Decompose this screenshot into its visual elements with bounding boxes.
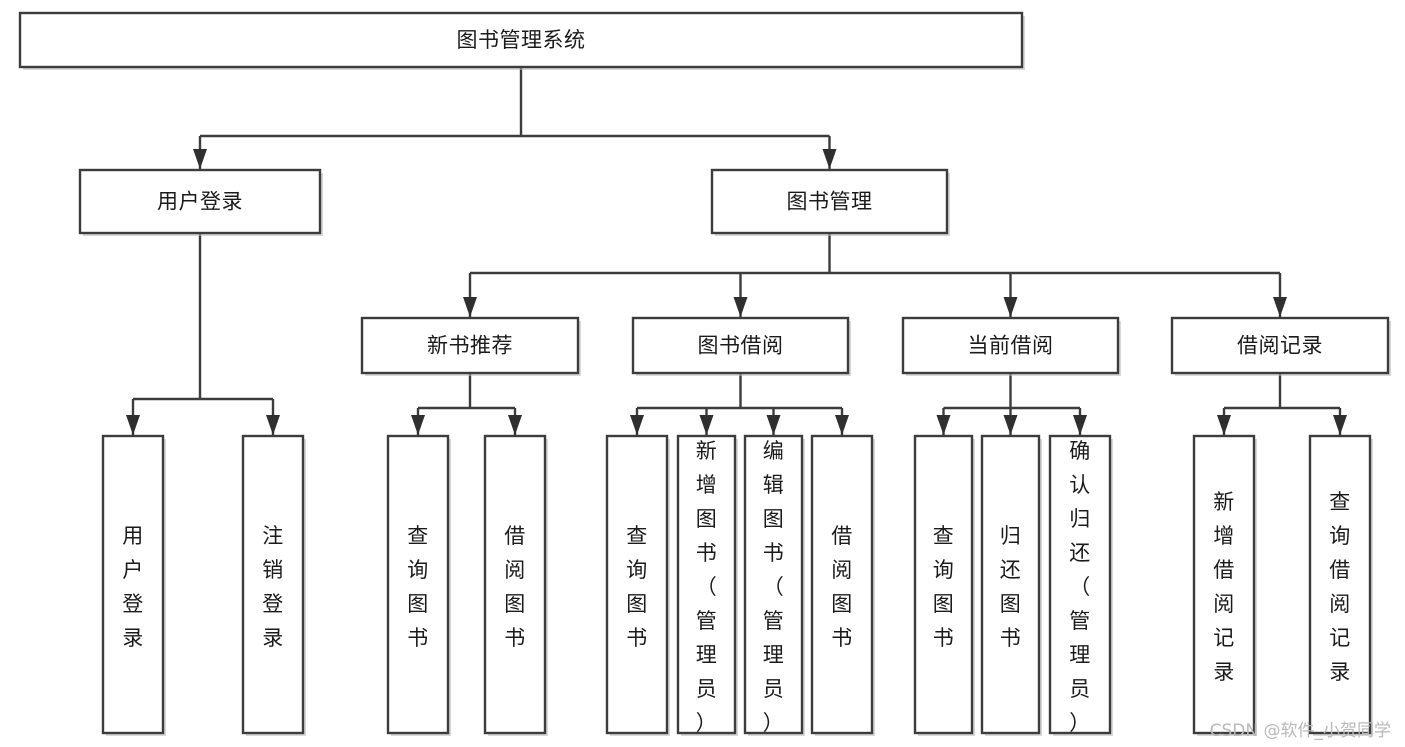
node-label: 归还图书 (1000, 524, 1022, 650)
arrow-head-icon (822, 149, 837, 169)
node-new-book-recommend[interactable]: 新书推荐 (360, 316, 581, 376)
node-leaf-query-book-2[interactable]: 查询图书 (605, 434, 670, 736)
arrow-head-icon (936, 415, 951, 435)
arrow-head-icon (411, 415, 425, 435)
watermark-text: CSDN @软件_小贺同学 (1209, 721, 1391, 741)
node-label: 图书管理 (787, 190, 873, 214)
node-label: 图书借阅 (698, 334, 784, 358)
arrow-head-icon (1073, 415, 1087, 435)
node-leaf-edit-book-admin[interactable]: 编辑图书（管理员） (743, 434, 805, 736)
node-boxes-layer: 图书管理系统用户登录图书管理新书推荐图书借阅当前借阅借阅记录用户登录注销登录查询… (18, 11, 1391, 736)
node-label: 查询图书 (407, 524, 429, 650)
node-leaf-confirm-return[interactable]: 确认归还（管理员） (1048, 434, 1113, 736)
node-label: 当前借阅 (968, 334, 1054, 358)
node-book-manage[interactable]: 图书管理 (710, 168, 950, 236)
node-label: 用户登录 (122, 524, 144, 650)
connector-edges-layer (126, 67, 1347, 435)
node-leaf-return-book[interactable]: 归还图书 (980, 434, 1042, 736)
node-label: 新增图书（管理员） (696, 439, 718, 735)
node-leaf-query-book-3[interactable]: 查询图书 (913, 434, 975, 736)
arrow-head-icon (126, 415, 140, 435)
node-leaf-add-book-admin[interactable]: 新增图书（管理员） (676, 434, 738, 736)
node-user-login[interactable]: 用户登录 (78, 168, 323, 236)
arrow-head-icon (630, 415, 644, 435)
node-leaf-borrow-book-1[interactable]: 借阅图书 (483, 434, 548, 736)
node-borrow-record[interactable]: 借阅记录 (1170, 316, 1391, 376)
node-label: 编辑图书（管理员） (763, 439, 785, 735)
node-label: 新增借阅记录 (1213, 490, 1235, 684)
node-book-borrow[interactable]: 图书借阅 (631, 316, 851, 376)
node-current-borrow[interactable]: 当前借阅 (901, 316, 1121, 376)
arrow-head-icon (1217, 415, 1231, 435)
node-label: 确认归还（管理员） (1069, 439, 1091, 735)
node-label: 借阅图书 (504, 524, 526, 650)
node-leaf-add-borrow-record[interactable]: 新增借阅记录 (1192, 434, 1257, 736)
node-leaf-user-login[interactable]: 用户登录 (101, 434, 166, 736)
arrow-head-icon (1003, 297, 1018, 317)
node-root-system[interactable]: 图书管理系统 (18, 11, 1025, 70)
node-label: 查询借阅记录 (1329, 490, 1351, 684)
arrow-head-icon (266, 415, 280, 435)
arrow-head-icon (193, 149, 207, 169)
node-label: 新书推荐 (427, 334, 513, 358)
arrow-head-icon (1003, 415, 1018, 435)
node-leaf-query-book-1[interactable]: 查询图书 (386, 434, 451, 736)
node-label: 注销登录 (262, 524, 284, 650)
node-label: 图书管理系统 (457, 28, 586, 52)
arrow-head-icon (508, 415, 522, 435)
arrow-head-icon (766, 415, 781, 435)
node-leaf-query-borrow-record[interactable]: 查询借阅记录 (1308, 434, 1373, 736)
node-label: 查询图书 (626, 524, 648, 650)
arrow-head-icon (1273, 297, 1287, 317)
arrow-head-icon (733, 297, 748, 317)
node-leaf-borrow-book-2[interactable]: 借阅图书 (810, 434, 875, 736)
node-label: 借阅图书 (831, 524, 853, 650)
arrow-head-icon (463, 297, 477, 317)
node-leaf-logout[interactable]: 注销登录 (241, 434, 306, 736)
arrow-head-icon (835, 415, 849, 435)
node-label: 查询图书 (933, 524, 955, 650)
node-label: 用户登录 (157, 190, 243, 214)
arrow-head-icon (1333, 415, 1347, 435)
node-label: 借阅记录 (1237, 334, 1323, 358)
arrow-head-icon (699, 415, 714, 435)
